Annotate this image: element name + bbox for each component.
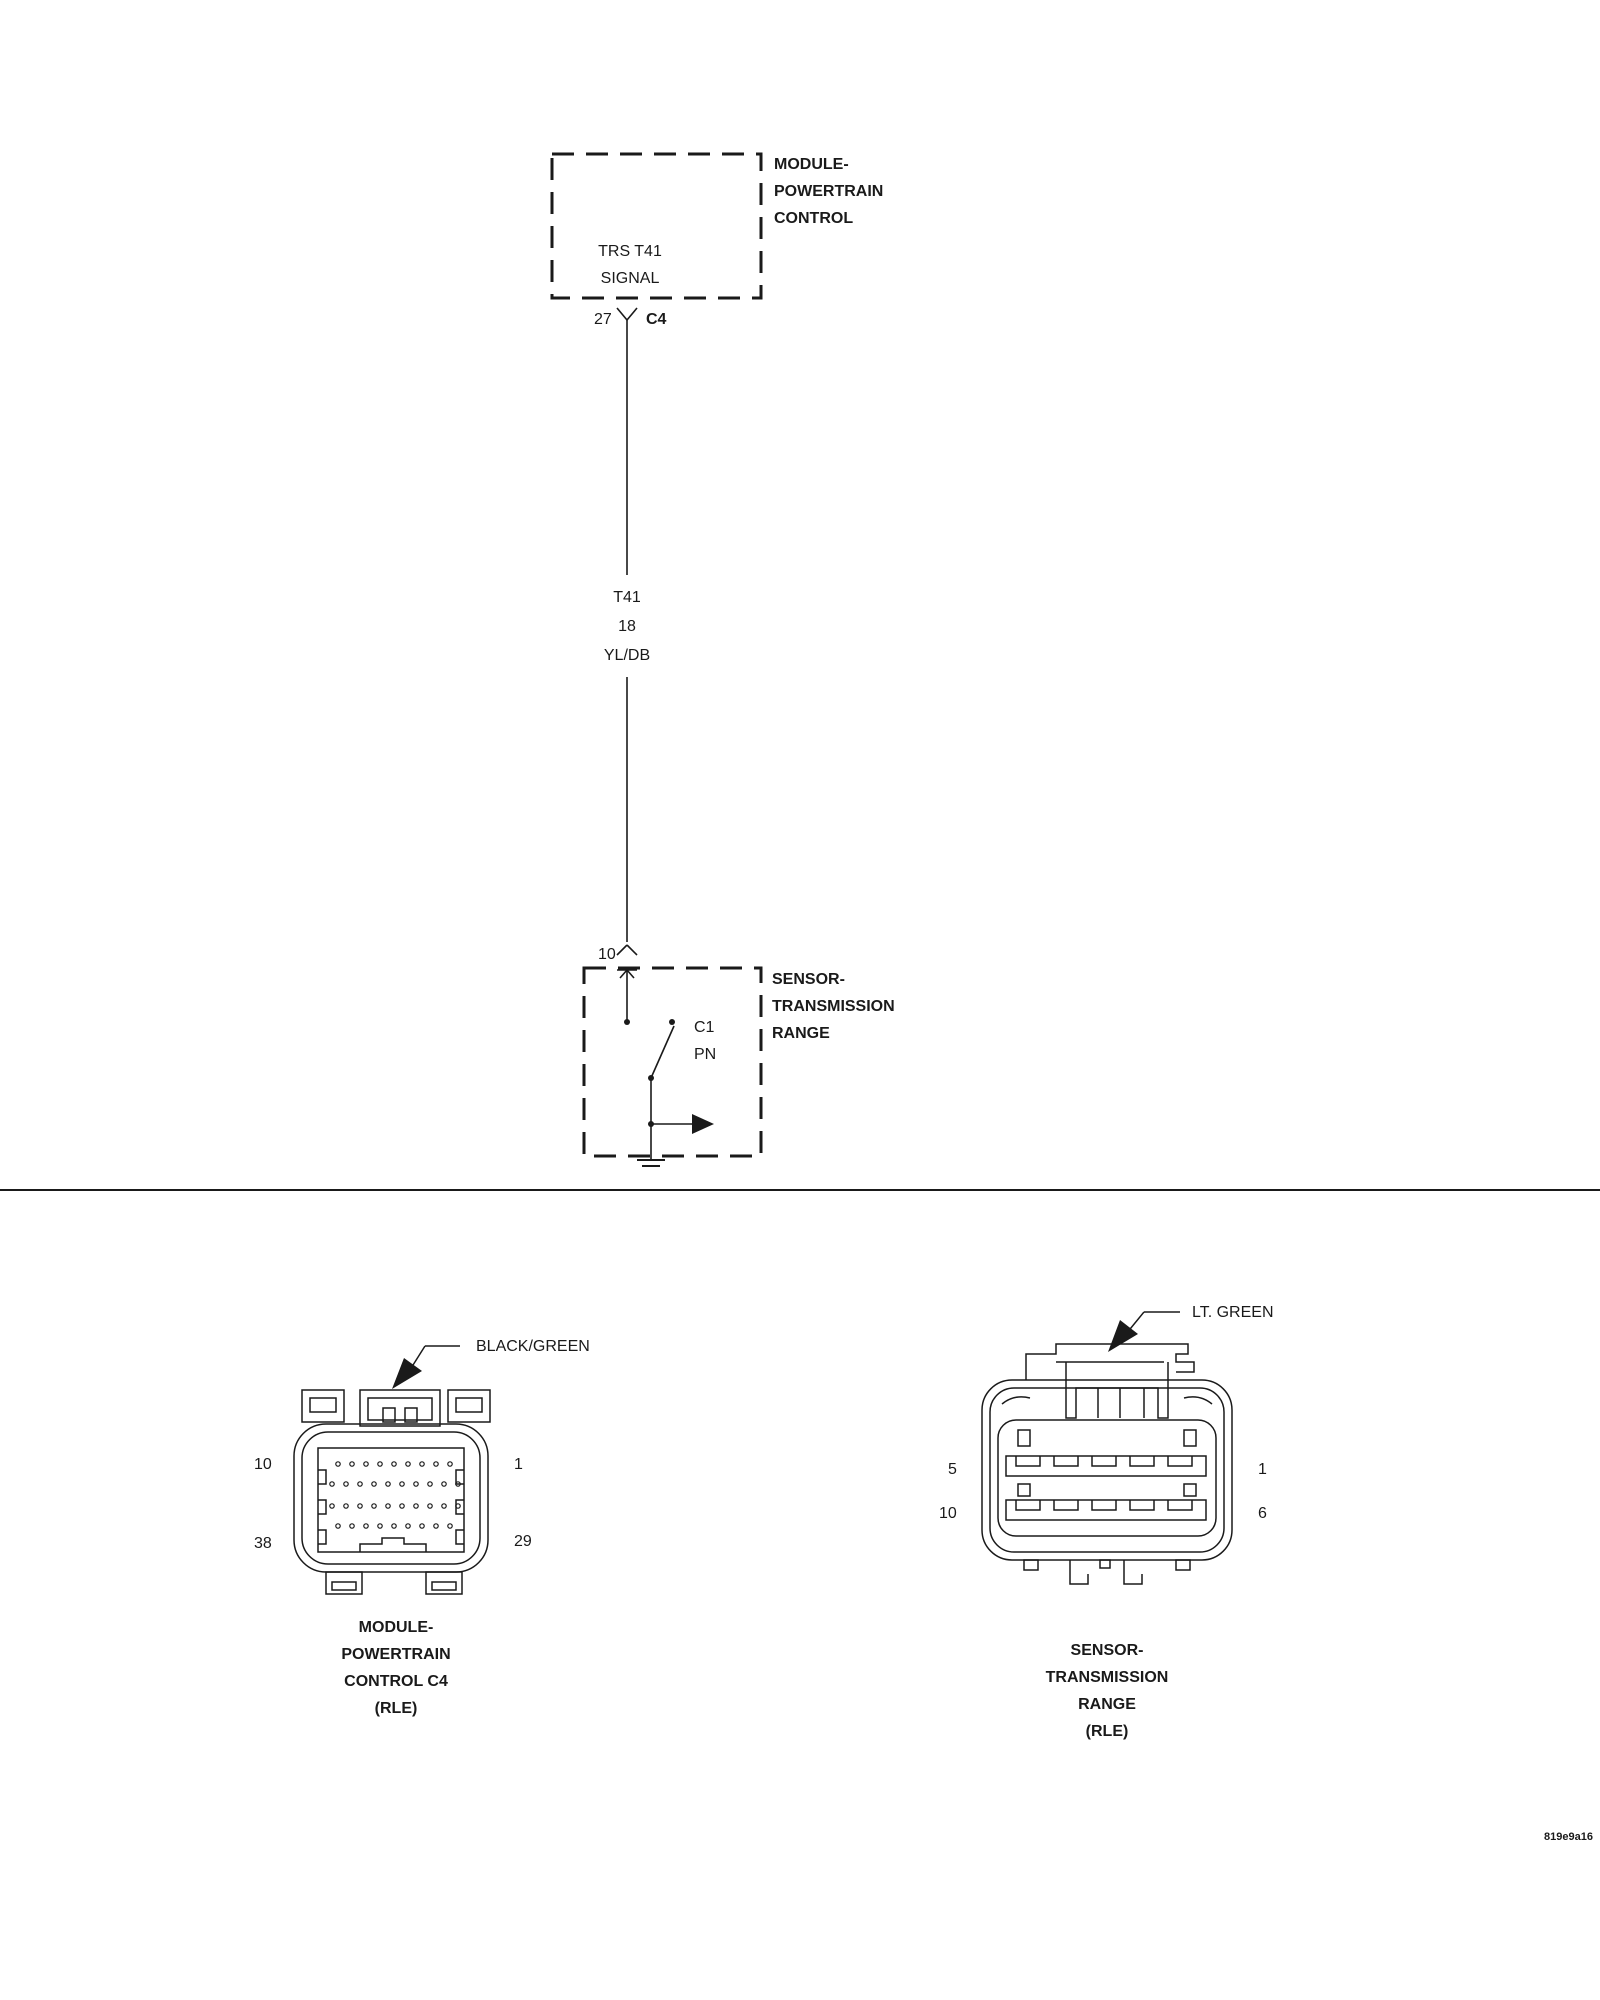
pcm-c4-caption: MODULE- POWERTRAIN CONTROL C4 (RLE)	[316, 1614, 476, 1722]
switch-contact-upper	[624, 1019, 630, 1025]
module-title-line: CONTROL	[774, 210, 854, 227]
trs-pin-label: 6	[1258, 1505, 1267, 1522]
module-inner-label: TRS T41 SIGNAL	[572, 238, 688, 292]
pcm-c4-pin-cavities	[329, 1461, 461, 1529]
pcm-c4-caption-line: (RLE)	[374, 1700, 418, 1717]
sensor-title-line: SENSOR-	[772, 971, 845, 988]
wire-circuit: T41	[613, 589, 641, 606]
pcm-c4-connector-face	[293, 1345, 491, 1595]
module-title-line: MODULE-	[774, 156, 849, 173]
sensor-internal-terminal	[617, 969, 637, 1022]
ground-symbol	[637, 1159, 665, 1167]
pcm-c4-pin-label: 10	[254, 1456, 272, 1473]
pcm-c4-pin-label: 29	[514, 1533, 532, 1550]
module-pin-number: 27	[594, 311, 612, 328]
sensor-title: SENSOR- TRANSMISSION RANGE	[772, 966, 895, 1047]
module-inner-line: TRS T41	[598, 243, 662, 260]
switch-label: C1 PN	[694, 1014, 716, 1068]
switch-label-line: C1	[694, 1019, 715, 1036]
trs-pin-label: 10	[939, 1505, 957, 1522]
module-inner-line: SIGNAL	[600, 270, 660, 287]
trs-caption: SENSOR- TRANSMISSION RANGE (RLE)	[1027, 1637, 1187, 1745]
trs-pin-label: 5	[948, 1461, 957, 1478]
sensor-pin-number: 10	[598, 946, 616, 963]
trs-caption-line: RANGE	[1078, 1696, 1136, 1713]
module-connector-id: C4	[646, 311, 667, 328]
pcm-c4-color-label: BLACK/GREEN	[476, 1338, 590, 1355]
trs-connector-face	[981, 1311, 1233, 1585]
trs-color-label: LT. GREEN	[1192, 1304, 1274, 1321]
sensor-title-line: RANGE	[772, 1025, 830, 1042]
module-pin-terminal	[616, 307, 638, 321]
switch-blade	[650, 1025, 675, 1079]
switch-label-line: PN	[694, 1046, 717, 1063]
sensor-pin-terminal	[616, 944, 638, 956]
trs-caption-line: TRANSMISSION	[1045, 1669, 1169, 1686]
pcm-c4-caption-line: POWERTRAIN	[341, 1646, 451, 1663]
module-box	[550, 152, 763, 300]
module-title: MODULE- POWERTRAIN CONTROL	[774, 151, 883, 232]
wire-color: YL/DB	[603, 647, 651, 664]
pcm-c4-pin-label: 1	[514, 1456, 523, 1473]
trs-pin-label: 1	[1258, 1461, 1267, 1478]
trs-caption-line: (RLE)	[1085, 1723, 1129, 1740]
wire-gauge: 18	[618, 618, 636, 635]
switch-contact-right	[669, 1019, 675, 1025]
pcm-c4-pin-label: 38	[254, 1535, 272, 1552]
sensor-title-line: TRANSMISSION	[772, 998, 895, 1015]
trs-caption-line: SENSOR-	[1070, 1642, 1144, 1659]
pcm-c4-caption-line: CONTROL C4	[344, 1673, 448, 1690]
sensor-box	[582, 966, 763, 1158]
pcm-c4-caption-line: MODULE-	[358, 1619, 434, 1636]
actuator-arrow-head	[692, 1114, 714, 1134]
module-title-line: POWERTRAIN	[774, 183, 884, 200]
figure-id: 819e9a16	[1544, 1831, 1593, 1843]
